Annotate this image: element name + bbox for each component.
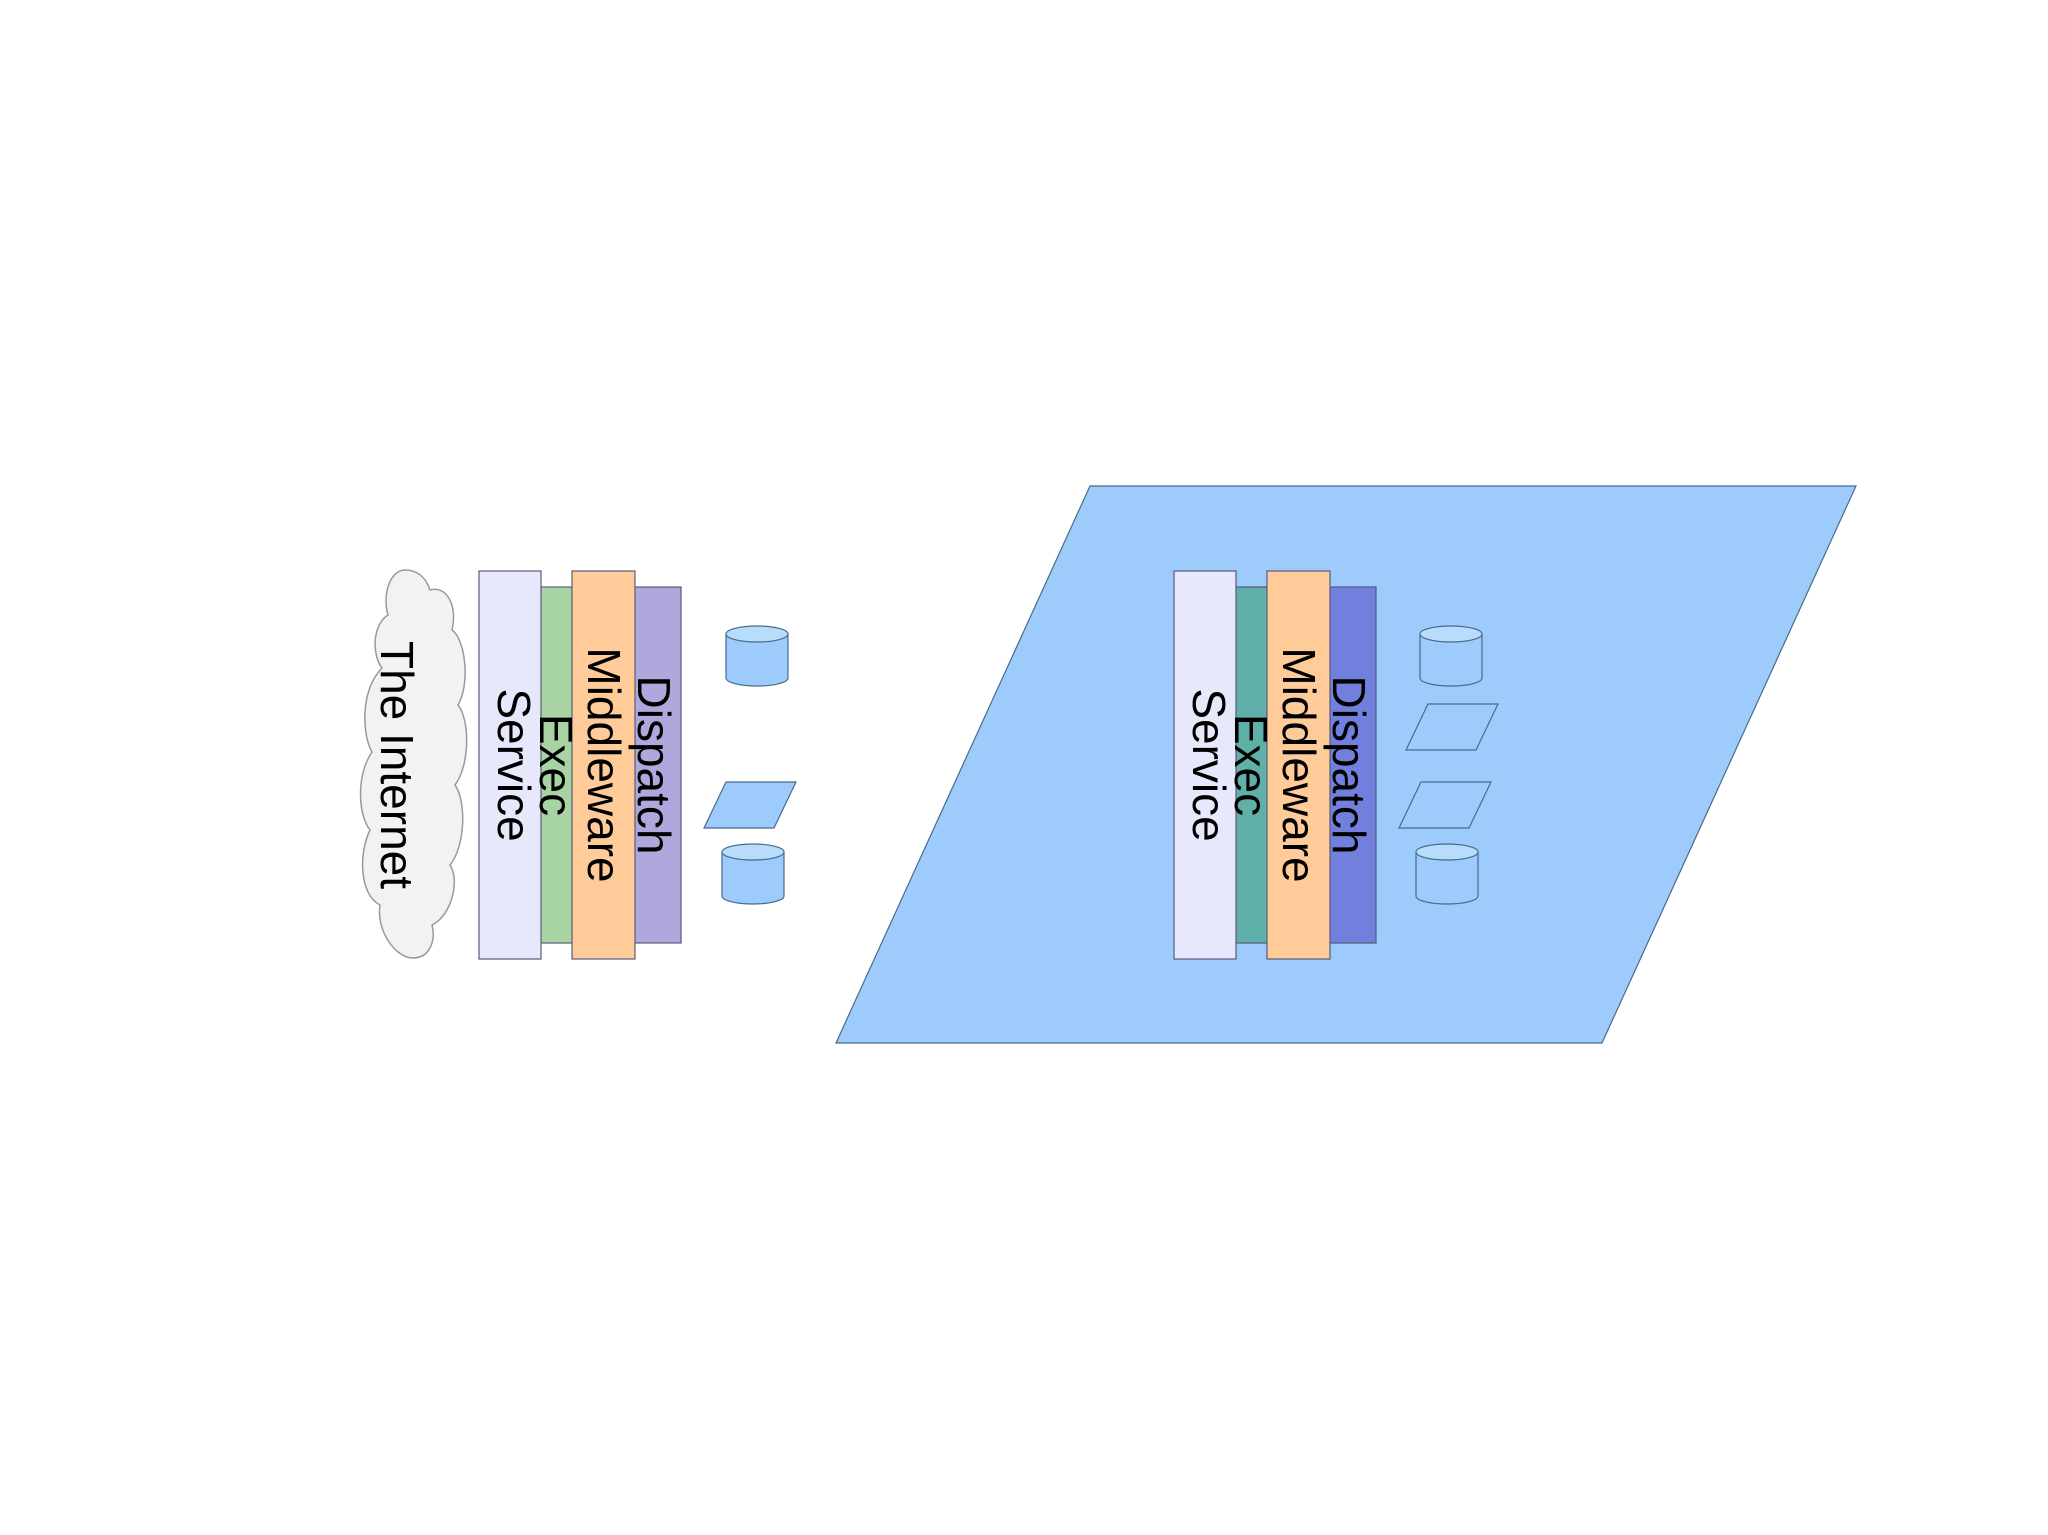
middleware-label-right: Middleware <box>1273 647 1325 882</box>
parallelogram-queue-icon <box>1405 703 1499 751</box>
dispatch-label-right: Dispatch <box>1323 676 1375 855</box>
exec-layer-right <box>1234 586 1272 944</box>
database-cylinder-icon <box>1415 843 1479 905</box>
internet-cloud: The Internet <box>359 569 468 959</box>
exec-layer-left <box>539 586 577 944</box>
parallelogram-queue-icon <box>1398 781 1492 829</box>
dispatch-layer-left <box>632 586 682 944</box>
right-stack: Service Exec Middleware Dispatch <box>1173 570 1499 960</box>
database-cylinder-icon <box>725 625 789 687</box>
exec-label-right: Exec <box>1225 714 1277 816</box>
dispatch-label-left: Dispatch <box>628 676 680 855</box>
service-label-right: Service <box>1183 688 1235 841</box>
dispatch-layer-right <box>1327 586 1377 944</box>
parallelogram-queue-icon <box>703 781 797 829</box>
database-cylinder-icon <box>721 843 785 905</box>
middleware-layer-right <box>1266 570 1331 960</box>
service-layer-right <box>1173 570 1237 960</box>
middleware-layer-left <box>571 570 636 960</box>
service-layer-left <box>478 570 542 960</box>
database-cylinder-icon <box>1419 625 1483 687</box>
cloud-label: The Internet <box>371 641 423 889</box>
left-stack: The Internet Service Exec Middleware Dis… <box>359 569 797 960</box>
cloud-shape <box>359 569 468 959</box>
middleware-label-left: Middleware <box>578 647 630 882</box>
exec-label-left: Exec <box>530 714 582 816</box>
service-label-left: Service <box>488 688 540 841</box>
